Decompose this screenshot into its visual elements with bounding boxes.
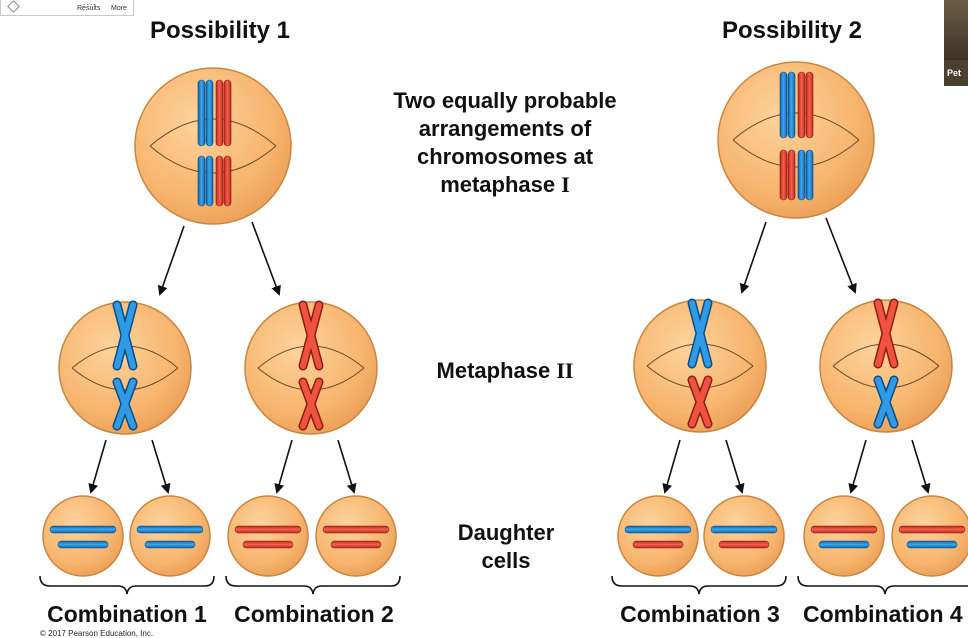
center-caption-line-4: metaphase I bbox=[440, 172, 570, 197]
arrow-c2-right bbox=[337, 439, 357, 494]
diamond-icon[interactable] bbox=[7, 0, 20, 13]
combination-4-label: Combination 4 bbox=[803, 601, 963, 627]
arrow-c4-right bbox=[911, 439, 931, 494]
arrow-p1-left bbox=[157, 225, 185, 296]
center-caption-roman-one: I bbox=[561, 172, 570, 197]
daughter-cell-4a bbox=[803, 495, 885, 577]
more-button[interactable]: More bbox=[111, 5, 127, 12]
arrow-c4-left bbox=[848, 439, 867, 494]
bracket-combination-4 bbox=[797, 575, 968, 595]
arrow-c3-right bbox=[725, 439, 745, 494]
arrow-p2-right bbox=[825, 217, 857, 294]
metaphase-2-cell-1 bbox=[58, 300, 192, 435]
bracket-combination-3 bbox=[611, 575, 787, 595]
metaphase-1-cell-possibility-1 bbox=[134, 67, 292, 225]
arrow-c1-right bbox=[151, 439, 171, 494]
metaphase-1-cell-possibility-2 bbox=[717, 61, 875, 219]
daughter-cell-1a bbox=[42, 495, 124, 577]
metaphase-2-label: Metaphase II bbox=[437, 358, 574, 383]
metaphase-2-word: Metaphase bbox=[437, 358, 557, 383]
copyright-notice: © 2017 Pearson Education, Inc. bbox=[40, 629, 153, 638]
metaphase-2-cell-4 bbox=[819, 298, 953, 433]
center-caption-metaphase: metaphase bbox=[440, 172, 561, 197]
arrow-p1-right bbox=[251, 221, 281, 296]
metaphase-2-cell-3 bbox=[633, 298, 767, 433]
bracket-combination-2 bbox=[225, 575, 401, 595]
arrow-c1-left bbox=[88, 439, 107, 494]
results-icon[interactable]: .... bbox=[83, 0, 98, 7]
combination-3-label: Combination 3 bbox=[620, 601, 780, 627]
arrows bbox=[88, 217, 931, 494]
combination-2-label: Combination 2 bbox=[234, 601, 394, 627]
video-participant-name: Pet bbox=[947, 68, 962, 78]
daughter-cell-3a bbox=[617, 495, 699, 577]
possibility-1-title: Possibility 1 bbox=[150, 17, 290, 44]
metaphase-2-roman: II bbox=[556, 358, 573, 383]
daughter-cell-2a bbox=[227, 495, 309, 577]
combination-1-label: Combination 1 bbox=[47, 601, 207, 627]
video-thumbnail[interactable]: Pet bbox=[944, 0, 968, 86]
possibility-2-title: Possibility 2 bbox=[722, 17, 862, 44]
video-feed bbox=[944, 0, 968, 60]
metaphase-2-cell-2 bbox=[244, 300, 378, 435]
toolbar-fragment: .... Results More bbox=[0, 0, 134, 16]
center-caption-line-1: Two equally probable bbox=[393, 88, 616, 113]
daughter-cell-1b bbox=[129, 495, 211, 577]
daughter-cells-line-1: Daughter bbox=[458, 520, 555, 545]
arrow-p2-left bbox=[739, 221, 767, 294]
bracket-combination-1-full bbox=[39, 575, 215, 595]
daughter-cells-line-2: cells bbox=[482, 548, 531, 573]
center-caption-line-3: chromosomes at bbox=[417, 144, 594, 169]
arrow-c2-left bbox=[274, 439, 293, 494]
daughter-cell-3b bbox=[703, 495, 785, 577]
daughter-cell-4b bbox=[891, 495, 968, 577]
results-button[interactable]: Results bbox=[77, 5, 101, 12]
center-caption-line-2: arrangements of bbox=[419, 116, 592, 141]
daughter-cell-2b bbox=[315, 495, 397, 577]
arrow-c3-left bbox=[662, 439, 681, 494]
